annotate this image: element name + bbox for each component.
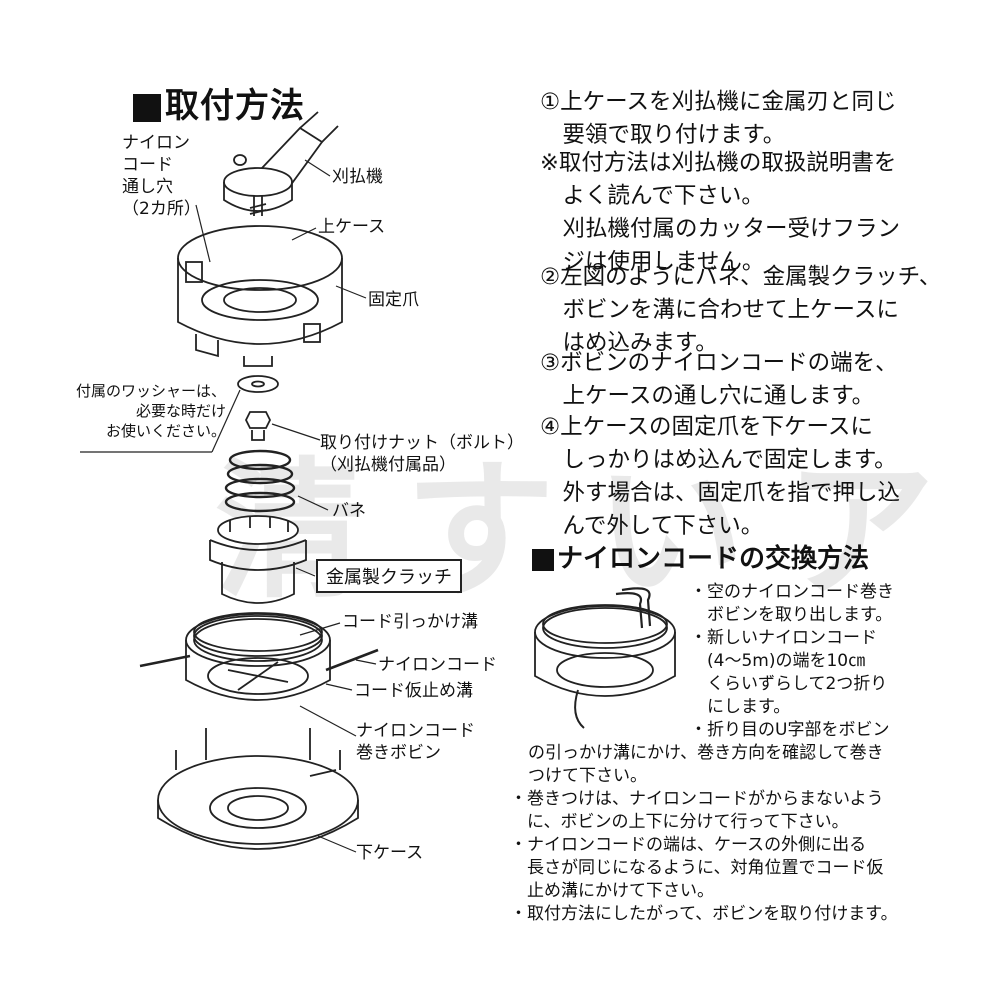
label-line: 付属のワッシャーは、	[76, 382, 227, 400]
label-line: 通し穴	[122, 177, 173, 197]
installation-step-4: ④上ケースの固定爪を下ケースに しっかりはめ込んで固定します。 外す場合は、固定…	[540, 411, 900, 543]
step-line: ③ボビンのナイロンコードの端を、	[540, 350, 898, 376]
label-line: 必要な時だけ	[136, 402, 227, 420]
installation-note: ※取付方法は刈払機の取扱説明書を よく読んで下さい。 刈払機付属のカッター受けフ…	[540, 147, 900, 279]
nylon-cord-label: ナイロンコード	[378, 655, 497, 675]
step-line: ①上ケースを刈払機に金属刃と同じ	[540, 89, 897, 115]
replacement-notes-full: の引っかけ溝にかけ、巻き方向を確認して巻き つけて下さい。 ・巻きつけは、ナイロ…	[510, 742, 898, 926]
step-line: 上ケースの通し穴に通します。	[540, 383, 875, 409]
replacement-heading-text: ナイロンコードの交換方法	[557, 544, 870, 574]
note-line: に、ボビンの上下に分けて行って下さい。	[510, 812, 849, 832]
step-line: 外す場合は、固定爪を指で押し込	[540, 480, 901, 506]
fixing-claw-label: 固定爪	[368, 290, 419, 310]
note-line: (4～5m)の端を10㎝	[690, 651, 866, 671]
installation-heading-text: 取付方法	[165, 86, 305, 126]
replacement-notes-right: ・空のナイロンコード巻き ボビンを取り出します。 ・新しいナイロンコード (4～…	[690, 581, 894, 742]
step-line: んで外して下さい。	[540, 513, 764, 539]
step-line: はめ込みます。	[540, 330, 718, 356]
label-line: （刈払機付属品）	[320, 455, 456, 475]
step-line: 要領で取り付けます。	[540, 122, 786, 148]
brush-cutter-drawing	[223, 111, 339, 216]
step-line: ②左図のようにバネ、金属製クラッチ、	[540, 264, 942, 290]
nut-drawing	[244, 411, 272, 441]
hook-groove-label: コード引っかけ溝	[342, 612, 478, 632]
note-line: くらいずらして2つ折り	[690, 674, 888, 694]
step-line: ジは使用しません。	[540, 249, 765, 275]
note-line: の引っかけ溝にかけ、巻き方向を確認して巻き	[528, 743, 884, 763]
step-line: 刈払機付属のカッター受けフラン	[540, 216, 901, 242]
label-line: ナイロン	[122, 133, 190, 153]
temp-groove-label: コード仮止め溝	[354, 681, 473, 701]
note-line: ・取付方法にしたがって、ボビンを取り付けます。	[510, 904, 898, 924]
label-line: コード	[122, 155, 173, 175]
note-line: 長さが同じになるように、対角位置でコード仮	[510, 858, 884, 878]
label-line: （2カ所）	[122, 199, 201, 219]
note-line: ・巻きつけは、ナイロンコードがからまないよう	[510, 789, 884, 809]
note-line: ・新しいナイロンコード	[690, 628, 877, 648]
bobbin-drawing	[139, 612, 379, 701]
bobbin-label: ナイロンコード 巻きボビン	[356, 720, 475, 764]
step-line: しっかりはめ込んで固定します。	[540, 447, 897, 473]
note-line: 止め溝にかけて下さい。	[510, 881, 714, 901]
upper-case-drawing	[177, 225, 343, 367]
installation-step-1: ①上ケースを刈払機に金属刃と同じ 要領で取り付けます。	[540, 86, 897, 152]
leader-lines	[80, 159, 377, 853]
installation-heading: 取付方法	[133, 78, 305, 127]
square-bullet-icon	[532, 548, 554, 571]
note-line: ボビンを取り出します。	[690, 605, 893, 625]
replacement-bobbin-drawing	[534, 587, 676, 729]
note-line: にします。	[690, 697, 791, 717]
installation-step-3: ③ボビンのナイロンコードの端を、 上ケースの通し穴に通します。	[540, 347, 898, 413]
note-line: ・空のナイロンコード巻き	[690, 582, 894, 602]
clutch-label: 金属製クラッチ	[316, 559, 462, 593]
step-line: ※取付方法は刈払機の取扱説明書を	[540, 150, 897, 176]
label-line: ナイロンコード	[356, 721, 475, 741]
note-line: つけて下さい。	[528, 766, 647, 786]
step-line: よく読んで下さい。	[540, 183, 764, 209]
step-line: ボビンを溝に合わせて上ケースに	[540, 297, 899, 323]
washer-note-label: 付属のワッシャーは、 必要な時だけ お使いください。	[76, 381, 226, 441]
nut-label: 取り付けナット（ボルト） （刈払機付属品）	[320, 432, 524, 476]
note-line: ・折り目のU字部をボビン	[690, 720, 890, 740]
upper-case-label: 上ケース	[318, 217, 386, 237]
note-line: ・ナイロンコードの端は、ケースの外側に出る	[510, 835, 867, 855]
installation-step-2: ②左図のようにバネ、金属製クラッチ、 ボビンを溝に合わせて上ケースに はめ込みま…	[540, 261, 941, 360]
step-line: ④上ケースの固定爪を下ケースに	[540, 414, 873, 440]
nylon-hole-label: ナイロン コード 通し穴 （2カ所）	[122, 132, 201, 220]
washer-drawing	[237, 375, 279, 393]
spring-drawing	[224, 449, 296, 513]
square-bullet-icon	[133, 93, 161, 122]
label-line: 巻きボビン	[356, 743, 441, 763]
lower-case-drawing	[157, 728, 359, 850]
label-line: お使いください。	[106, 422, 227, 440]
label-line: 取り付けナット（ボルト）	[320, 433, 524, 453]
spring-label: バネ	[332, 501, 366, 521]
clutch-drawing	[209, 515, 307, 604]
replacement-heading: ナイロンコードの交換方法	[532, 538, 869, 575]
lower-case-label: 下ケース	[356, 843, 424, 863]
brush-cutter-label: 刈払機	[332, 167, 383, 187]
